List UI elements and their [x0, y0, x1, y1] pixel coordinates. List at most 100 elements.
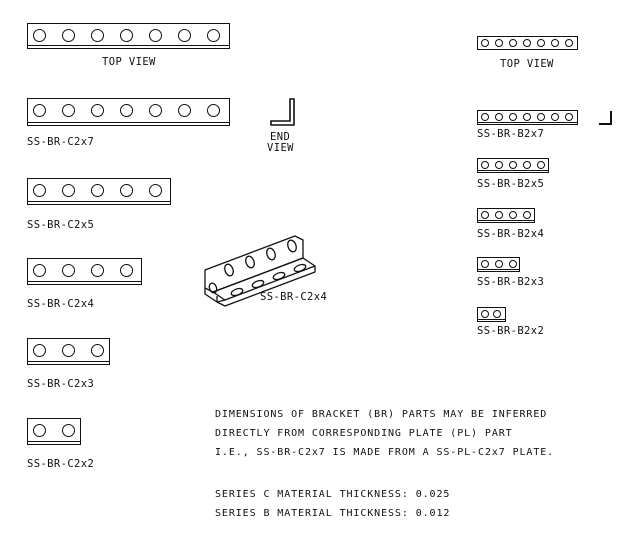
hole: [523, 39, 531, 47]
b-end-view-l-profile: [599, 111, 612, 125]
bracket-flange-line: [28, 441, 80, 442]
note-line-1: DIMENSIONS OF BRACKET (BR) PARTS MAY BE …: [215, 409, 548, 420]
hole: [91, 29, 104, 42]
hole: [565, 39, 573, 47]
hole: [523, 211, 531, 219]
bracket-flange-line: [478, 170, 548, 171]
hole: [551, 39, 559, 47]
bracket-flange-line: [28, 122, 229, 123]
hole: [91, 264, 104, 277]
bracket-flange-line: [28, 201, 170, 202]
hole: [91, 344, 104, 357]
hole: [523, 113, 531, 121]
b2x3-bar: [477, 257, 520, 272]
hole: [537, 39, 545, 47]
hole: [207, 29, 220, 42]
c2x2-bar: [27, 418, 81, 445]
hole: [33, 104, 46, 117]
bracket-flange-line: [28, 361, 109, 362]
bracket-flange-line: [478, 220, 534, 221]
part-label-b2x4: SS-BR-B2x4: [477, 228, 545, 240]
hole: [509, 39, 517, 47]
hole: [62, 29, 75, 42]
hole: [481, 113, 489, 121]
hole: [481, 260, 489, 268]
hole: [481, 39, 489, 47]
b2x5-bar: [477, 158, 549, 173]
end-view-label-1: END: [270, 131, 291, 143]
bracket-flange-line: [28, 281, 141, 282]
end-view-l-profile: [270, 98, 295, 126]
part-label-c2x3: SS-BR-C2x3: [27, 378, 95, 390]
hole: [91, 184, 104, 197]
c2x5-bar: [27, 178, 171, 205]
hole: [481, 310, 489, 318]
hole: [33, 29, 46, 42]
hole: [537, 113, 545, 121]
hole: [509, 113, 517, 121]
hole: [91, 104, 104, 117]
hole: [509, 260, 517, 268]
hole: [537, 161, 545, 169]
c-top-view-label: TOP VIEW: [102, 56, 156, 68]
hole: [523, 161, 531, 169]
b2x7-bar: [477, 110, 578, 125]
part-label-c2x4: SS-BR-C2x4: [27, 298, 95, 310]
hole: [178, 29, 191, 42]
part-label-b2x3: SS-BR-B2x3: [477, 276, 545, 288]
note-line-3: I.E., SS-BR-C2x7 IS MADE FROM A SS-PL-C2…: [215, 447, 555, 458]
hole: [33, 264, 46, 277]
bracket-flange-line: [478, 319, 505, 320]
hole: [62, 184, 75, 197]
hole: [178, 104, 191, 117]
hole: [495, 161, 503, 169]
part-label-b2x7: SS-BR-B2x7: [477, 128, 545, 140]
hole: [207, 104, 220, 117]
bracket-flange-line: [478, 269, 519, 270]
b-top-view-label: TOP VIEW: [500, 58, 554, 70]
hole: [33, 344, 46, 357]
b2x4-bar: [477, 208, 535, 223]
part-label-c2x2: SS-BR-C2x2: [27, 458, 95, 470]
hole: [495, 260, 503, 268]
hole: [493, 310, 501, 318]
thickness-series-c: SERIES C MATERIAL THICKNESS: 0.025: [215, 489, 451, 500]
part-label-c2x5: SS-BR-C2x5: [27, 219, 95, 231]
hole: [551, 113, 559, 121]
thickness-series-b: SERIES B MATERIAL THICKNESS: 0.012: [215, 508, 451, 519]
hole: [120, 184, 133, 197]
bracket-flange-line: [478, 122, 577, 123]
hole: [62, 344, 75, 357]
isometric-bracket-label: SS-BR-C2x4: [260, 291, 328, 303]
hole: [120, 264, 133, 277]
hole: [62, 104, 75, 117]
bracket-flange-line: [28, 45, 229, 46]
c2x3-bar: [27, 338, 110, 365]
hole: [481, 211, 489, 219]
hole: [33, 424, 46, 437]
b2x2-bar: [477, 307, 506, 322]
hole: [62, 264, 75, 277]
hole: [149, 29, 162, 42]
part-label-c2x7: SS-BR-C2x7: [27, 136, 95, 148]
note-line-2: DIRECTLY FROM CORRESPONDING PLATE (PL) P…: [215, 428, 513, 439]
hole: [481, 161, 489, 169]
hole: [149, 104, 162, 117]
c2x4-bar: [27, 258, 142, 285]
hole: [509, 161, 517, 169]
hole: [120, 29, 133, 42]
hole: [495, 211, 503, 219]
end-view-label-2: VIEW: [267, 142, 294, 154]
hole: [62, 424, 75, 437]
hole: [565, 113, 573, 121]
part-label-b2x2: SS-BR-B2x2: [477, 325, 545, 337]
hole: [149, 184, 162, 197]
c2x7-bar: [27, 98, 230, 126]
hole: [33, 184, 46, 197]
hole: [120, 104, 133, 117]
hole: [495, 39, 503, 47]
hole: [509, 211, 517, 219]
isometric-bracket-drawing: [204, 235, 316, 307]
b-top-view-bar: [477, 36, 578, 50]
part-label-b2x5: SS-BR-B2x5: [477, 178, 545, 190]
